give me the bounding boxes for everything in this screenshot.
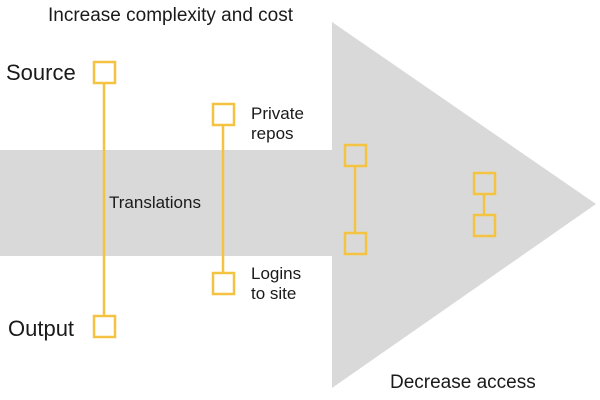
private-repos-node [211, 102, 236, 127]
translations-label: Translations [109, 193, 201, 212]
mid-top-node [343, 143, 368, 168]
output-label: Output [8, 316, 75, 341]
bottom-caption: Decrease access [390, 372, 536, 393]
logins-label-line1: Logins [251, 264, 302, 283]
right-bottom-node [472, 213, 497, 238]
source-node [92, 60, 117, 85]
right-top-node [472, 171, 497, 196]
gray-arrow-shape [0, 22, 596, 388]
private-repos-label: Private repos [251, 104, 304, 144]
mid-bottom-node [343, 231, 368, 256]
top-caption: Increase complexity and cost [48, 5, 294, 26]
logins-label: Logins to site [251, 264, 301, 304]
output-node [92, 314, 117, 339]
source-label: Source [6, 60, 76, 85]
private-repos-label-line2: repos [251, 124, 294, 143]
logins-label-line2: to site [251, 284, 297, 303]
logins-node [211, 271, 236, 296]
private-repos-label-line1: Private [251, 104, 304, 123]
